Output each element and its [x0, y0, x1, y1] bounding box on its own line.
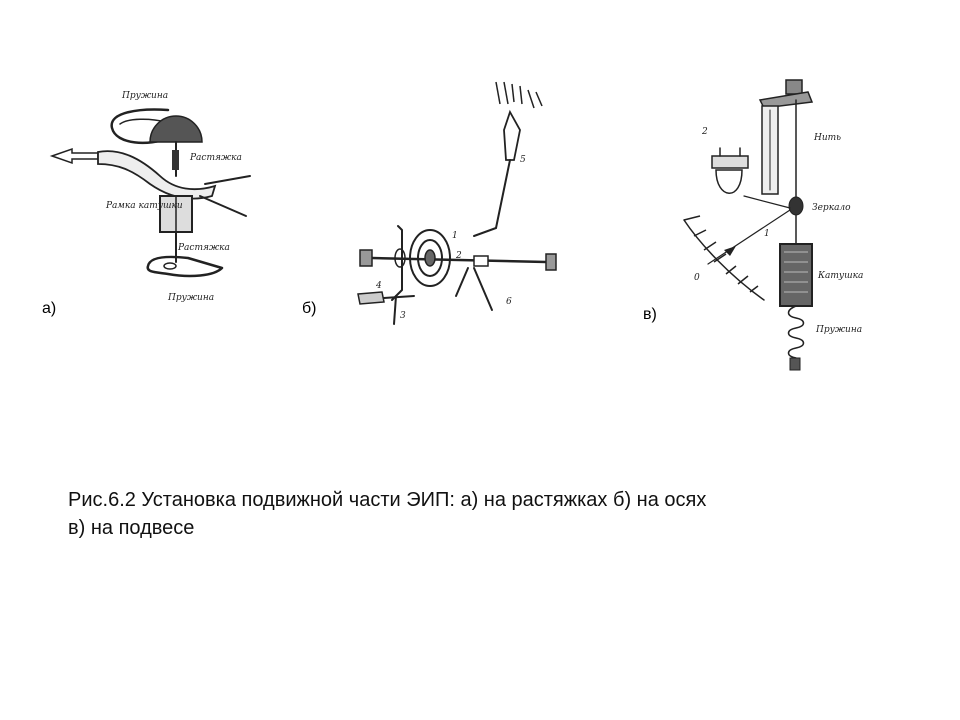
- lower-coil-spring: [787, 305, 805, 359]
- spring-anchor: [789, 357, 801, 371]
- label-b-2: 2: [455, 251, 462, 261]
- lead-wire-upper: [204, 175, 251, 185]
- left-frame-eye: [394, 248, 406, 268]
- incident-ray: [743, 195, 791, 209]
- label-v-thread: Нить: [813, 133, 841, 143]
- caption-line-2: в) на подвесе: [68, 517, 195, 539]
- label-spring-top: Пружина: [121, 91, 168, 101]
- ray-arrow-icon: [724, 246, 736, 256]
- label-v-mirror: Зеркало: [812, 203, 851, 213]
- lamp-base: [711, 155, 749, 169]
- upper-band-clamp: [172, 150, 179, 170]
- right-bearing: [545, 253, 557, 271]
- panel-a-drawing: Пружина Растяжка Рамка катушки Растяжка …: [49, 91, 251, 303]
- balance-arm-right: [473, 267, 493, 311]
- panel-b-drawing: 1 2 3 4 5 6: [357, 81, 557, 325]
- lead-wire-lower: [199, 195, 247, 217]
- spiral-hub: [424, 249, 436, 267]
- counterweight: [473, 255, 489, 267]
- label-b-4: 4: [375, 281, 382, 291]
- label-spring-bottom: Пружина: [167, 293, 214, 303]
- left-bearing: [359, 249, 373, 267]
- label-v-spring: Пружина: [815, 325, 862, 335]
- spiral-middle: [417, 239, 443, 277]
- label-b-6: 6: [506, 297, 512, 307]
- panel-v-drawing: 2 Нить Зеркало 1 0 Катушка Пружина: [683, 79, 863, 371]
- pointer-tip: [503, 109, 521, 161]
- lower-spring-shape: [146, 255, 224, 278]
- panel-label-b: б): [302, 300, 317, 317]
- lower-spring-hole: [163, 262, 177, 270]
- panel-label-v: в): [643, 306, 657, 323]
- scale-ticks: [683, 215, 759, 293]
- label-v-0: 0: [694, 273, 700, 283]
- mirror: [788, 196, 804, 216]
- figure-caption: Рис.6.2 Установка подвижной части ЭИП: а…: [68, 486, 868, 542]
- label-v-coil: Катушка: [817, 271, 863, 281]
- label-b-5: 5: [520, 155, 526, 165]
- top-hatch: [495, 81, 543, 109]
- pointer-stem: [495, 159, 511, 229]
- panel-label-a: а): [42, 300, 57, 317]
- label-b-3: 3: [400, 311, 406, 321]
- label-band-top: Растяжка: [189, 153, 242, 163]
- corrector-stem: [393, 295, 397, 325]
- corrector-head: [357, 291, 385, 305]
- pointer-elbow: [473, 227, 497, 237]
- left-frame: [391, 225, 403, 301]
- lamp-bulb: [715, 169, 743, 194]
- arrow-left-icon: [49, 147, 99, 165]
- upper-holder: [149, 115, 203, 143]
- label-v-2: 2: [701, 127, 708, 137]
- scale-arc: [683, 219, 765, 301]
- pointer-arm: [97, 150, 217, 200]
- coil: [779, 243, 813, 307]
- top-screw: [785, 79, 803, 95]
- corrector-rod: [383, 295, 415, 299]
- balance-arm-left: [455, 267, 469, 297]
- reflected-ray: [707, 209, 791, 265]
- coil-windings: [784, 251, 808, 293]
- label-band-bottom: Растяжка: [177, 243, 230, 253]
- caption-line-1: Рис.6.2 Установка подвижной части ЭИП: а…: [68, 489, 707, 511]
- label-coil-frame: Рамка катушки: [105, 201, 183, 211]
- label-b-1: 1: [452, 231, 458, 241]
- spiral-outer: [409, 229, 451, 287]
- label-v-1: 1: [764, 229, 770, 239]
